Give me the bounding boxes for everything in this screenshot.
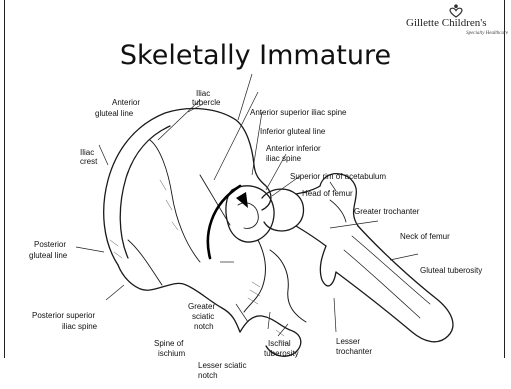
- label-iliac-crest-2: crest: [80, 157, 98, 166]
- label-posterior-superior-iliac-spine-1: Posterior superior: [32, 311, 95, 320]
- label-greater-sciatic-notch-1: Greater: [188, 302, 215, 311]
- label-superior-rim-of-acetabulum: Superior rim of acetabulum: [290, 172, 386, 181]
- label-head-of-femur: Head of femur: [302, 189, 353, 198]
- label-gluteal-tuberosity: Gluteal tuberosity: [420, 266, 482, 275]
- label-iliac-tubercle-2: tubercle: [192, 98, 221, 107]
- label-lesser-trochanter-2: trochanter: [336, 347, 372, 356]
- label-greater-sciatic-notch-3: notch: [194, 322, 214, 331]
- arrow-head-icon: [236, 192, 248, 208]
- label-anterior-inferior-iliac-spine-1: Anterior inferior: [266, 144, 321, 153]
- label-iliac-tubercle-1: Iliac: [196, 89, 210, 98]
- label-posterior-gluteal-line-1: Posterior: [34, 240, 66, 249]
- label-neck-of-femur: Neck of femur: [400, 232, 450, 241]
- label-greater-sciatic-notch-2: sciatic: [192, 312, 214, 321]
- label-posterior-superior-iliac-spine-2: iliac spine: [62, 322, 98, 331]
- label-spine-of-ischium-1: Spine of: [154, 339, 184, 348]
- femur-illustration: [262, 174, 453, 342]
- label-iliac-crest-1: Iliac: [80, 148, 94, 157]
- label-greater-trochanter: Greater trochanter: [354, 207, 420, 216]
- label-anterior-inferior-iliac-spine-2: iliac spine: [266, 154, 302, 163]
- label-lesser-sciatic-notch-1: Lesser sciatic: [198, 361, 246, 370]
- label-posterior-gluteal-line-2: gluteal line: [29, 251, 68, 260]
- label-spine-of-ischium-2: ischium: [158, 349, 185, 358]
- label-lesser-trochanter-1: Lesser: [336, 337, 360, 346]
- label-anterior-gluteal-line-1: Anterior: [112, 98, 140, 107]
- label-anterior-gluteal-line-2: gluteal line: [95, 109, 134, 118]
- label-anterior-superior-iliac-spine: Anterior superior iliac spine: [250, 108, 347, 117]
- label-lesser-sciatic-notch-2: notch: [198, 371, 218, 380]
- label-ischial-tuberosity-1: Ischial: [268, 339, 291, 348]
- label-inferior-gluteal-line: Inferior gluteal line: [260, 127, 326, 136]
- label-ischial-tuberosity-2: tuberosity: [264, 349, 299, 358]
- anatomy-labels: Iliac tubercle Anterior gluteal line Ili…: [29, 89, 482, 380]
